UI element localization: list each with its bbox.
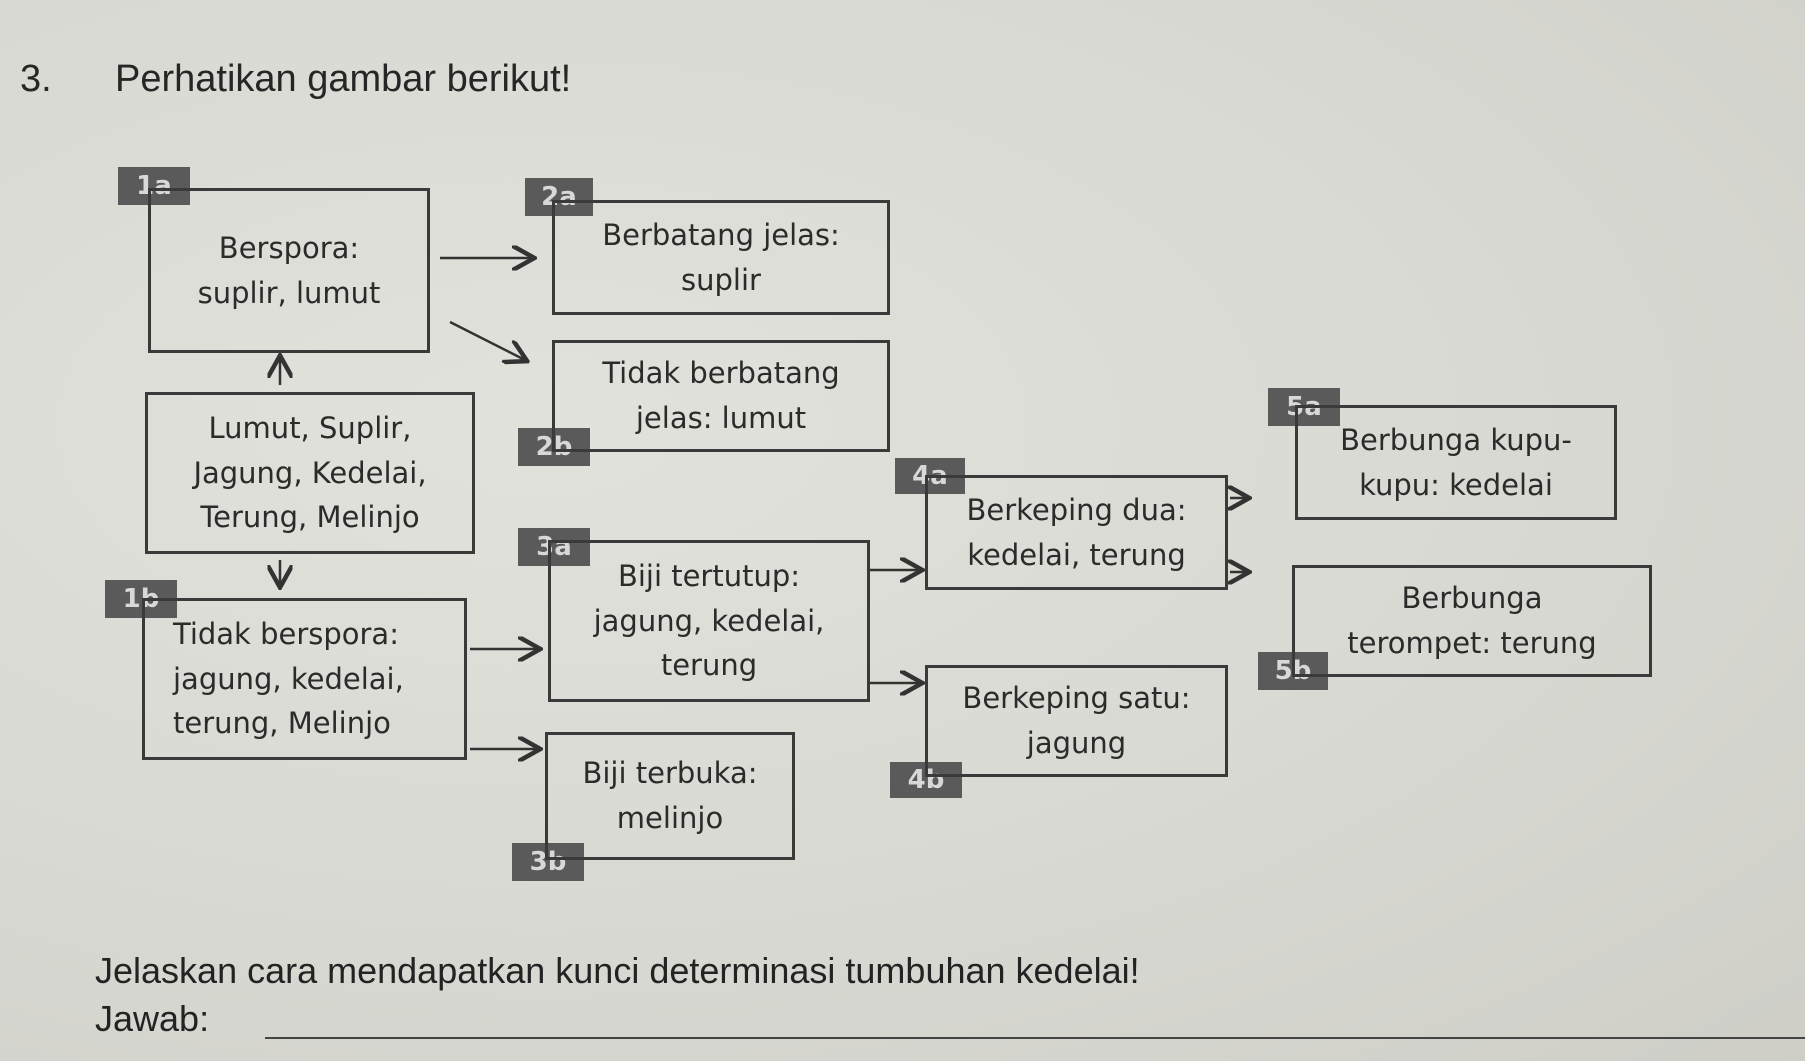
- box-5a-berbunga-kupu: Berbunga kupu- kupu: kedelai: [1295, 405, 1617, 520]
- box-3a-biji-tertutup: Biji tertutup: jagung, kedelai, terung: [548, 540, 870, 702]
- answer-label: Jawab:: [95, 998, 210, 1039]
- arrow-1a-to-2b: [449, 320, 525, 360]
- box-2a-berbatang-jelas: Berbatang jelas: suplir: [552, 200, 890, 315]
- tag-3b: 3b: [512, 843, 584, 881]
- tag-1b: 1b: [105, 580, 177, 618]
- question-number: 3.: [20, 58, 52, 100]
- question-prompt: Jelaskan cara mendapatkan kunci determin…: [95, 950, 1140, 991]
- box-5b-berbunga-terompet: Berbunga terompet: terung: [1292, 565, 1652, 677]
- box-1a-berspora: Berspora: suplir, lumut: [148, 188, 430, 353]
- box-4b-berkeping-satu: Berkeping satu: jagung: [925, 665, 1228, 777]
- tag-1a: 1a: [118, 167, 190, 205]
- box-4a-berkeping-dua: Berkeping dua: kedelai, terung: [925, 475, 1228, 590]
- box-3b-biji-terbuka: Biji terbuka: melinjo: [545, 732, 795, 860]
- tag-3a: 3a: [518, 528, 590, 566]
- answer-line[interactable]: [265, 1037, 1805, 1039]
- box-root-all-plants: Lumut, Suplir, Jagung, Kedelai, Terung, …: [145, 392, 475, 554]
- box-1b-tidak-berspora: Tidak berspora: jagung, kedelai, terung,…: [142, 598, 467, 760]
- tag-2a: 2a: [525, 178, 593, 216]
- question-text: Perhatikan gambar berikut!: [115, 58, 572, 100]
- question-title: 3. Perhatikan gambar berikut!: [20, 58, 571, 101]
- box-2b-tidak-berbatang: Tidak berbatang jelas: lumut: [552, 340, 890, 452]
